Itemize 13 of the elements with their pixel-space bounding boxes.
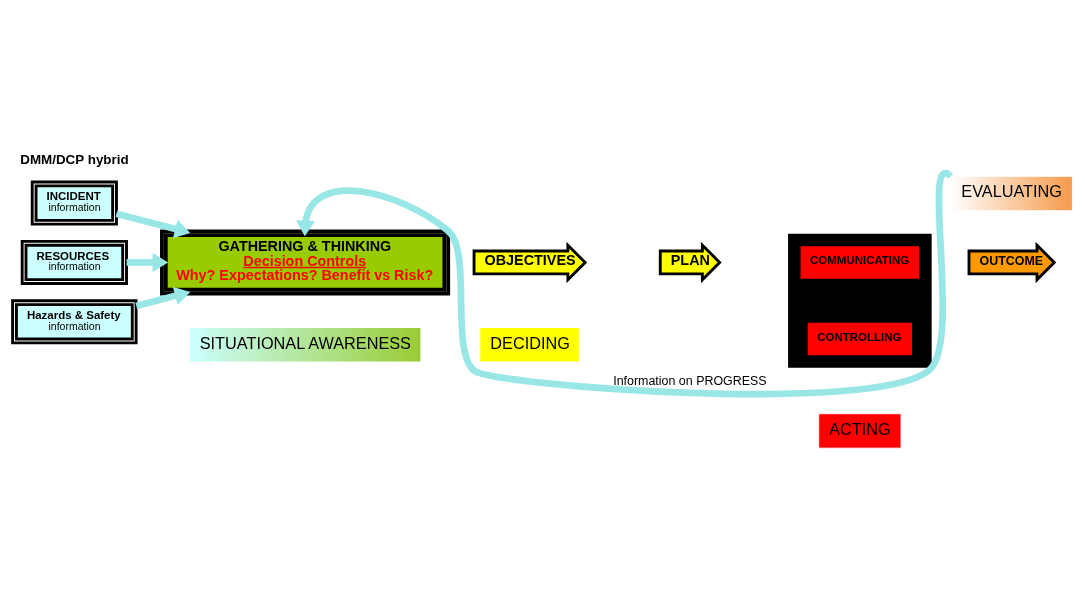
arrow — [135, 286, 191, 309]
cluster — [788, 233, 932, 368]
node-box: Hazards & Safety information — [11, 298, 138, 344]
arrow — [126, 252, 169, 272]
node-box: COMMUNICATING — [798, 243, 922, 281]
node-box: SITUATIONAL AWARENESS — [188, 326, 422, 362]
edge-label: Information on PROGRESS — [613, 373, 767, 388]
node-box: CONTROLLING — [805, 320, 914, 357]
arrow — [296, 171, 952, 397]
arrow — [115, 210, 191, 238]
node-box: DECIDING — [479, 326, 580, 362]
diagram-title: DMM/DCP hybrid — [20, 151, 129, 167]
node-box: ACTING — [818, 412, 902, 449]
